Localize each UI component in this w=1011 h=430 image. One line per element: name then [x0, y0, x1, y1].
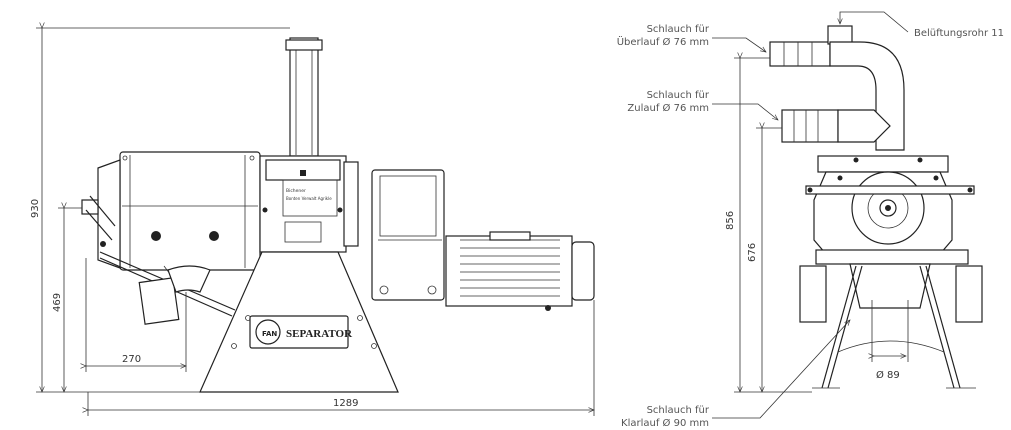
nameplate-line1: Bichener [286, 188, 306, 194]
front-housing [805, 155, 975, 255]
callout-vent: Belüftungsrohr 11 [840, 11, 1004, 39]
callout-inlet-line1: Schlauch für [647, 90, 710, 101]
dim-856-label: 856 [725, 211, 736, 230]
front-view: 856 676 Ø 89 Schlauch für Überlauf Ø 76 … [617, 11, 1004, 429]
gearbox [371, 169, 445, 301]
callout-vent-label: Belüftungsrohr 11 [914, 28, 1004, 39]
dim-930-label: 930 [30, 199, 41, 218]
callout-overflow: Schlauch für Überlauf Ø 76 mm [617, 24, 766, 52]
callout-clear-line2: Klarlauf Ø 90 mm [621, 417, 709, 429]
vertical-pipe [285, 37, 323, 157]
callout-inlet: Schlauch für Zulauf Ø 76 mm [627, 90, 778, 120]
dimension-diameter: Ø 89 [874, 356, 906, 381]
logo-brand: FAN [262, 330, 277, 338]
callout-inlet-line2: Zulauf Ø 76 mm [627, 102, 709, 114]
press-flange [81, 159, 121, 269]
dimension-270: 270 [86, 258, 186, 372]
front-legs [799, 249, 983, 389]
dimension-676: 676 [747, 128, 782, 392]
support-frame: FAN SEPARATOR [199, 251, 399, 393]
dim-1289-label: 1289 [333, 398, 358, 409]
drive-block: Bichener Bonten Verwalt Agrikle [259, 155, 359, 253]
solids-outlet [167, 265, 211, 293]
dim-270-label: 270 [122, 354, 141, 365]
dimension-930: 930 [30, 28, 290, 392]
dimension-469: 469 [52, 208, 82, 392]
callout-clear-line1: Schlauch für [647, 405, 710, 416]
dim-469-label: 469 [52, 293, 63, 312]
dim-diameter-label: Ø 89 [876, 369, 900, 381]
nameplate-line2: Bonten Verwalt Agrikle [286, 196, 332, 201]
electric-motor [445, 231, 595, 311]
side-view: Bichener Bonten Verwalt Agrikle [30, 28, 594, 416]
logo-separator: SEPARATOR [286, 328, 353, 340]
inlet-pipe [781, 109, 891, 143]
dimension-1289: 1289 [88, 300, 594, 416]
dim-676-label: 676 [747, 243, 758, 262]
callout-overflow-line1: Schlauch für [647, 24, 710, 35]
dimension-856: 856 [725, 58, 812, 392]
separator-housing [119, 151, 261, 271]
callout-overflow-line2: Überlauf Ø 76 mm [617, 35, 709, 48]
callout-clear: Schlauch für Klarlauf Ø 90 mm [621, 320, 850, 429]
